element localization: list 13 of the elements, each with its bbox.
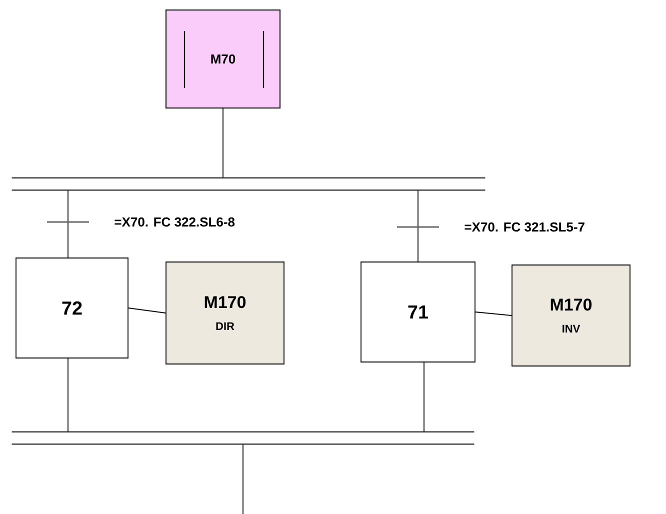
transition-condition: =X70. FC 322.SL6-8 — [113, 216, 236, 228]
connector-line — [475, 312, 512, 316]
step-box: 71 — [360, 262, 476, 362]
connector-line — [128, 308, 166, 314]
double-bar — [12, 431, 474, 445]
action-box: M170 DIR — [166, 262, 284, 364]
step-box: 72 — [16, 258, 128, 358]
connector-line — [242, 444, 244, 514]
double-bar — [12, 177, 486, 191]
transition-condition: =X70. FC 321.SL5-7 — [463, 221, 586, 233]
action-box: M170 INV — [512, 264, 630, 366]
connector-line — [222, 108, 224, 178]
macro-step-box: M70 — [166, 10, 280, 108]
